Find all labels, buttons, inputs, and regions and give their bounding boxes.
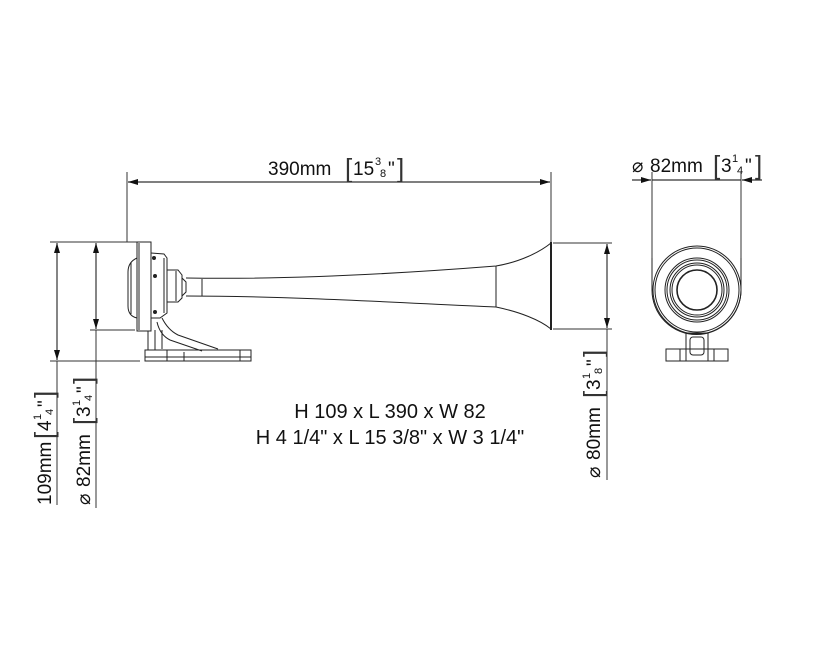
width-label: ⌀ 82mm [ 3 1 4 " ] <box>632 150 762 180</box>
svg-text:": " <box>388 159 395 180</box>
svg-text:1: 1 <box>71 400 83 406</box>
svg-text:]: ] <box>397 153 404 183</box>
svg-text:3: 3 <box>584 379 605 390</box>
svg-text:": " <box>745 156 752 177</box>
svg-text:15: 15 <box>353 159 374 180</box>
height-label: 109mm [ 4 1 4 " ] <box>29 391 59 505</box>
caption-metric: H 109 x L 390 x W 82 <box>294 401 486 423</box>
svg-text:1: 1 <box>32 414 44 420</box>
svg-text:4: 4 <box>737 165 743 177</box>
svg-text:": " <box>74 386 95 393</box>
horn-side-view <box>127 241 552 362</box>
svg-text:[: [ <box>578 390 608 398</box>
svg-text:82mm: 82mm <box>74 434 95 487</box>
svg-text:8: 8 <box>380 168 386 180</box>
svg-text:⌀: ⌀ <box>74 494 95 505</box>
svg-text:[: [ <box>713 150 721 180</box>
svg-text:[: [ <box>29 431 59 439</box>
svg-text:": " <box>584 359 605 366</box>
svg-text:⌀: ⌀ <box>584 467 605 478</box>
caption-imperial: H 4 1/4" x L 15 3/8" x W 3 1/4" <box>255 427 525 449</box>
svg-text:]: ] <box>29 391 59 398</box>
bell-dimension <box>553 242 612 480</box>
svg-text:3: 3 <box>375 156 381 168</box>
svg-text:390mm: 390mm <box>268 159 331 180</box>
svg-text:80mm: 80mm <box>584 407 605 460</box>
horn-end-view <box>651 245 742 362</box>
length-label: 390mm [ 15 3 8 " ] <box>268 153 404 183</box>
svg-text:3: 3 <box>721 156 732 177</box>
svg-text:8: 8 <box>593 368 605 374</box>
width-dimension <box>632 172 762 258</box>
svg-text:]: ] <box>755 150 762 180</box>
svg-text:": " <box>35 400 56 407</box>
svg-text:4: 4 <box>44 409 56 415</box>
diaphragm-label: ⌀ 82mm [ 3 1 4 " ] <box>68 377 98 505</box>
svg-text:1: 1 <box>581 373 593 379</box>
svg-text:⌀: ⌀ <box>632 156 643 177</box>
svg-text:]: ] <box>578 350 608 357</box>
bell-label: ⌀ 80mm [ 3 1 8 " ] <box>578 350 608 478</box>
svg-text:4: 4 <box>83 395 95 401</box>
svg-text:82mm: 82mm <box>650 156 703 177</box>
length-dimension <box>126 172 552 242</box>
svg-text:109mm: 109mm <box>35 442 56 505</box>
svg-text:4: 4 <box>35 420 56 431</box>
height-dimensions <box>50 241 148 508</box>
svg-text:1: 1 <box>732 153 738 165</box>
svg-text:[: [ <box>68 417 98 425</box>
svg-text:]: ] <box>68 377 98 384</box>
svg-text:[: [ <box>345 153 353 183</box>
svg-text:3: 3 <box>74 406 95 417</box>
